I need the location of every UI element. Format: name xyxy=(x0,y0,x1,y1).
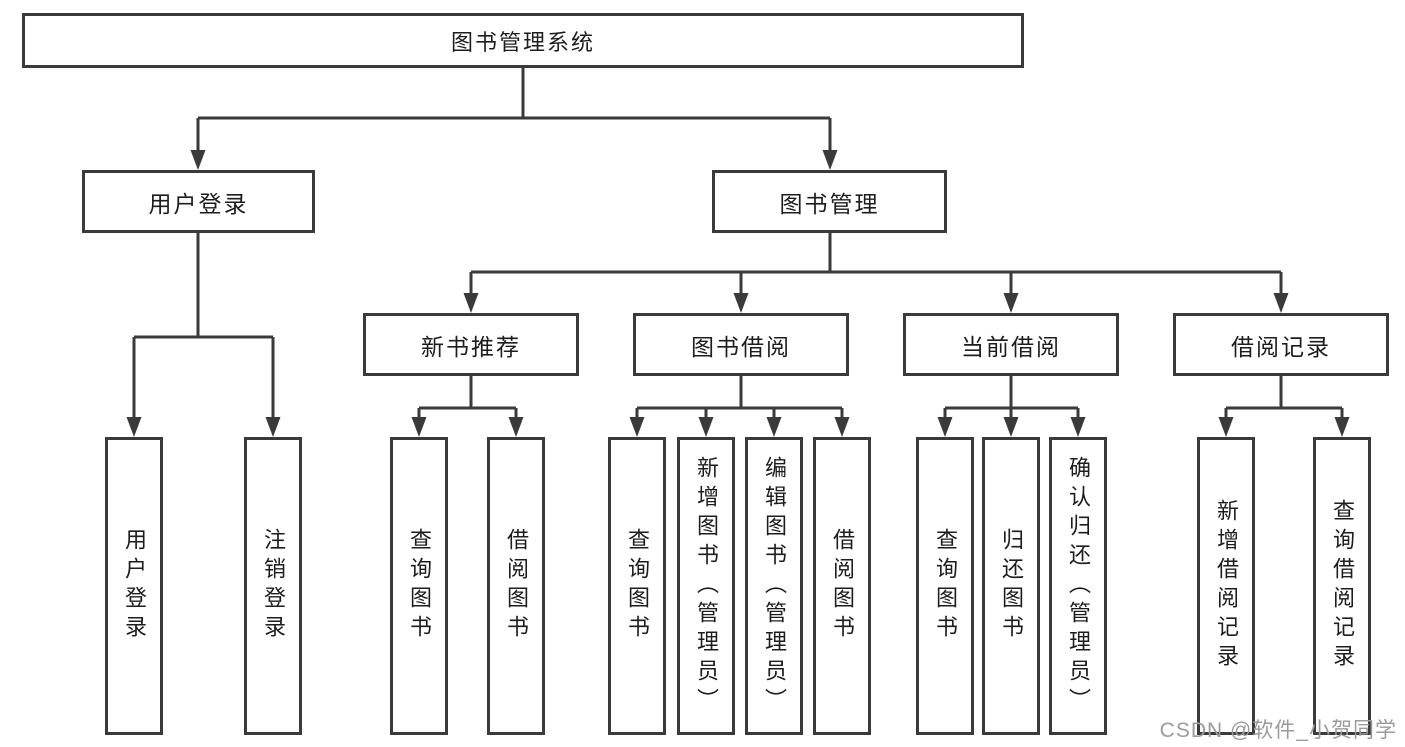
node-current-borrow: 当前借阅 xyxy=(903,313,1119,376)
arrowhead xyxy=(629,417,645,437)
leaf-add-borrow-record: 新增借阅记录 xyxy=(1197,437,1255,735)
arrowhead xyxy=(733,293,749,313)
connector-borrow-records xyxy=(1224,376,1344,419)
arrowhead xyxy=(1003,293,1019,313)
arrowhead xyxy=(822,150,838,170)
arrowhead xyxy=(411,417,427,437)
arrowhead xyxy=(126,417,142,437)
leaf-confirm-return-admin: 确认归还（管理员） xyxy=(1049,437,1107,735)
connector-root xyxy=(196,68,832,152)
leaf-label: 用户登录 xyxy=(122,528,147,644)
leaf-return-books: 归还图书 xyxy=(982,437,1040,735)
leaf-label: 查询图书 xyxy=(933,528,958,644)
connector-user-login xyxy=(132,233,275,419)
arrowhead xyxy=(508,417,524,437)
leaf-label: 确认归还（管理员） xyxy=(1066,455,1091,717)
leaf-logout: 注销登录 xyxy=(244,437,302,735)
leaf-label: 借阅图书 xyxy=(504,528,529,644)
node-user-login: 用户登录 xyxy=(82,170,315,233)
leaf-user-login: 用户登录 xyxy=(105,437,163,735)
connector-book-mgmt xyxy=(469,233,1283,295)
leaf-label: 查询图书 xyxy=(625,528,650,644)
connector-new-books xyxy=(417,376,518,419)
leaf-label: 查询图书 xyxy=(407,528,432,644)
node-new-books: 新书推荐 xyxy=(363,313,579,376)
leaf-query-books-3: 查询图书 xyxy=(916,437,974,735)
arrowhead xyxy=(265,417,281,437)
csdn-watermark: CSDN @软件_小贺同学 xyxy=(1159,719,1397,742)
leaf-label: 新增图书（管理员） xyxy=(694,455,719,717)
arrowhead xyxy=(698,417,714,437)
node-book-mgmt: 图书管理 xyxy=(712,170,947,233)
connector-book-borrow xyxy=(635,376,844,419)
leaf-label: 查询借阅记录 xyxy=(1330,499,1355,673)
leaf-label: 借阅图书 xyxy=(830,528,855,644)
arrowhead xyxy=(1003,417,1019,437)
leaf-borrow-books-1: 借阅图书 xyxy=(487,437,545,735)
leaf-label: 新增借阅记录 xyxy=(1214,499,1239,673)
arrowhead xyxy=(1218,417,1234,437)
arrowhead xyxy=(1070,417,1086,437)
leaf-query-borrow-record: 查询借阅记录 xyxy=(1313,437,1371,735)
node-root: 图书管理系统 xyxy=(22,13,1024,68)
arrowhead xyxy=(190,150,206,170)
leaf-edit-books-admin: 编辑图书（管理员） xyxy=(745,437,803,735)
leaf-label: 归还图书 xyxy=(999,528,1024,644)
leaf-query-books-2: 查询图书 xyxy=(608,437,666,735)
leaf-borrow-books-2: 借阅图书 xyxy=(813,437,871,735)
arrowhead xyxy=(1273,293,1289,313)
node-book-borrow: 图书借阅 xyxy=(633,313,849,376)
arrowhead xyxy=(766,417,782,437)
arrowhead xyxy=(1334,417,1350,437)
leaf-label: 注销登录 xyxy=(261,528,286,644)
arrowhead xyxy=(834,417,850,437)
arrowhead xyxy=(937,417,953,437)
leaf-add-books-admin: 新增图书（管理员） xyxy=(677,437,735,735)
leaf-query-books-1: 查询图书 xyxy=(390,437,448,735)
connector-current-borrow xyxy=(943,376,1080,419)
leaf-label: 编辑图书（管理员） xyxy=(762,455,787,717)
node-borrow-records: 借阅记录 xyxy=(1173,313,1389,376)
arrowhead xyxy=(463,293,479,313)
